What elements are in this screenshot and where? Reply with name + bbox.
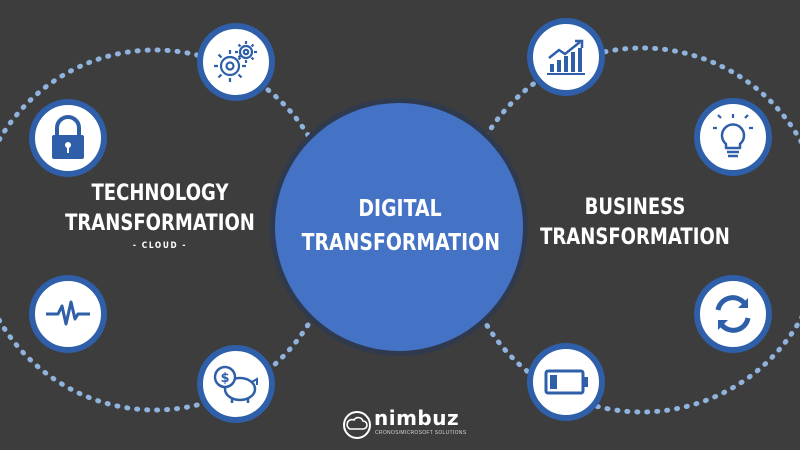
technology-line1: TECHNOLOGY — [91, 181, 229, 206]
refresh-icon — [694, 275, 772, 353]
digital-transformation-label: DIGITAL TRANSFORMATION — [301, 192, 501, 260]
digital-center-circle — [275, 103, 523, 351]
digital-line2: TRANSFORMATION — [301, 230, 501, 256]
technology-transformation-label: TECHNOLOGY TRANSFORMATION - CLOUD - — [62, 179, 259, 253]
nimbuz-logo: nimbuz CRONOS/MICROSOFT SOLUTIONS — [342, 406, 466, 444]
lock-icon — [29, 99, 107, 177]
technology-line2: TRANSFORMATION — [65, 211, 255, 236]
business-transformation-label: BUSINESS TRANSFORMATION — [537, 193, 734, 253]
business-line1: BUSINESS — [584, 195, 686, 220]
piggy-bank-icon: $ — [197, 345, 275, 423]
technology-sub: - CLOUD - — [132, 241, 188, 251]
logo-brand: nimbuz — [374, 406, 460, 430]
logo-tagline: CRONOS/MICROSOFT SOLUTIONS — [375, 430, 467, 436]
battery-icon — [527, 343, 605, 421]
pulse-icon — [29, 275, 107, 353]
digital-line1: DIGITAL — [358, 196, 442, 222]
lightbulb-icon — [694, 98, 772, 176]
nimbuz-logo-mark — [343, 411, 371, 439]
svg-text:$: $ — [220, 371, 229, 386]
gears-icon — [197, 23, 275, 101]
growth-chart-icon — [527, 18, 605, 96]
business-line2: TRANSFORMATION — [540, 225, 730, 250]
